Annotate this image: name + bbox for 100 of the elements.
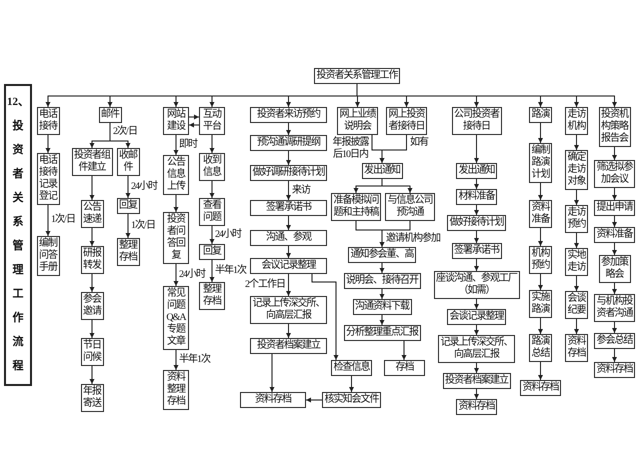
- arrow: [380, 314, 384, 326]
- edge-label: 24小时: [179, 269, 205, 281]
- process-box: 分析整理重点汇报: [344, 325, 420, 341]
- process-box: 与机构投资者沟通: [594, 294, 635, 322]
- process-box: 签署承诺书: [250, 200, 327, 216]
- process-box: 说明会、接待召开: [344, 273, 420, 289]
- arrow: [538, 182, 543, 200]
- process-box: 整理存档: [199, 282, 225, 310]
- arrow: [474, 388, 479, 400]
- process-box: 参会总结: [594, 333, 635, 349]
- edge-label: 来访: [292, 185, 310, 197]
- process-box: 电话接待: [36, 107, 60, 135]
- arrow: [612, 282, 617, 294]
- process-box: 沟通、参观: [250, 230, 327, 246]
- process-box: 回复: [116, 198, 140, 214]
- process-box: 参会邀请: [80, 292, 104, 320]
- process-box: 准备模拟问题和主持稿: [331, 193, 381, 221]
- arrow: [380, 220, 410, 248]
- arrow: [612, 242, 617, 256]
- edge-label: 半年1次: [179, 354, 210, 366]
- arrow: [126, 176, 130, 198]
- process-box: 投资者问答回复: [163, 212, 189, 264]
- arrow: [474, 134, 479, 164]
- arrow: [90, 274, 94, 292]
- process-box: 会谈记录整理: [447, 309, 506, 325]
- process-box: 年报寄送: [80, 384, 104, 412]
- process-box: 编制问答手册: [36, 236, 60, 276]
- arrow: [46, 204, 50, 236]
- process-box: 公司投资者接待日: [452, 107, 502, 135]
- edge-label: 年报披露后10日内: [331, 137, 370, 161]
- arrow: [286, 216, 291, 230]
- edge-label: 即时: [179, 139, 197, 151]
- arrow: [110, 122, 130, 148]
- process-box: 收到信息: [199, 153, 225, 181]
- process-box: 材料准备: [456, 189, 497, 205]
- arrow: [188, 114, 200, 120]
- process-box: 签署承诺书: [452, 243, 502, 259]
- arrow: [538, 122, 543, 144]
- process-box: 投资者档案建立: [250, 338, 327, 354]
- edge-label: 24小时: [131, 181, 157, 193]
- process-box: 网上业绩说明会: [337, 107, 378, 135]
- arrow: [612, 146, 617, 160]
- process-box: 邮件: [98, 107, 122, 123]
- arrow: [90, 176, 94, 200]
- process-box: 参加策略会: [598, 255, 630, 283]
- process-box: 通知参会董、高: [348, 247, 416, 263]
- arrow: [210, 260, 214, 282]
- arrow: [612, 216, 617, 228]
- arrow: [90, 228, 94, 246]
- process-box: 回复: [199, 244, 225, 260]
- process-box: 记录上传深交所、向高层汇报: [438, 335, 515, 363]
- arrow: [538, 318, 543, 334]
- arrow: [286, 122, 291, 136]
- process-box: 路演总结: [529, 334, 552, 362]
- process-box: 资料存档: [456, 399, 497, 415]
- process-box: 公告速递: [80, 200, 104, 228]
- process-box: 会议记录整理: [250, 258, 327, 274]
- arrow: [174, 194, 178, 212]
- process-box: 存档: [384, 360, 425, 376]
- arrow: [349, 376, 354, 392]
- process-box: 投资者组件建立: [72, 148, 112, 176]
- process-box: 常见问题Q&A专题文章: [163, 286, 189, 350]
- process-box: 网站建设: [163, 107, 189, 135]
- arrow: [474, 204, 479, 216]
- process-box: 筛选拟参加会议: [594, 160, 635, 188]
- process-box: 互动平台: [199, 107, 225, 135]
- edge-label: 1次/日: [131, 220, 155, 232]
- arrow: [380, 134, 407, 164]
- edge-label: 如有: [410, 137, 428, 149]
- arrow: [210, 226, 214, 244]
- arrow: [474, 230, 479, 244]
- process-box: 投资机构策略报告会: [598, 107, 630, 147]
- process-box: 资料存档: [520, 380, 561, 396]
- arrow: [46, 134, 50, 154]
- arrow: [382, 178, 412, 194]
- edge-label: 2个工作日: [245, 279, 285, 291]
- arrow: [538, 274, 543, 290]
- arrow: [306, 398, 322, 402]
- process-box: 整理存档: [116, 238, 140, 266]
- arrow: [612, 322, 617, 334]
- process-box: 走访机构: [565, 107, 588, 135]
- process-box: 座谈沟通、参观工厂（如需）: [434, 271, 520, 299]
- arrow: [574, 318, 579, 334]
- arrow: [538, 362, 543, 380]
- edge-label: 1次/日: [51, 214, 75, 226]
- arrow: [174, 350, 178, 370]
- process-box: 发出通知: [362, 163, 402, 179]
- arrow: [402, 340, 406, 360]
- process-box: 投资者关系管理工作: [314, 68, 400, 84]
- process-box: 会谈纪要: [565, 291, 588, 319]
- process-box: 节日问候: [80, 338, 104, 366]
- process-box: 记录上传深交所、向高层汇报: [250, 296, 327, 324]
- process-box: 资料存档: [594, 362, 635, 378]
- arrow: [474, 298, 479, 310]
- arrow: [474, 324, 479, 336]
- arrow: [210, 180, 214, 198]
- process-box: 发出通知: [456, 163, 497, 179]
- process-box: 预沟通调研提纲: [250, 135, 327, 151]
- arrow: [90, 320, 94, 338]
- process-box: 提出申请: [594, 200, 635, 216]
